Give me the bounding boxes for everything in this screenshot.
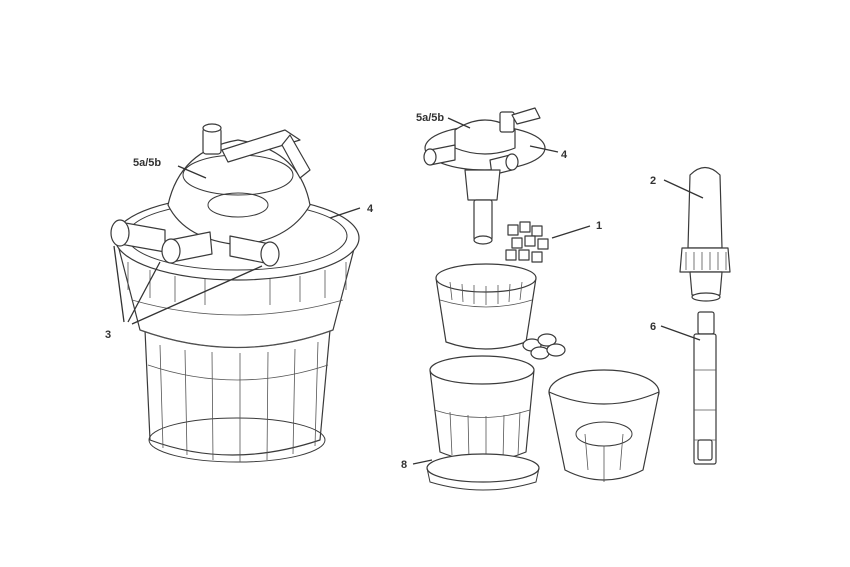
callout-4-main: 4 xyxy=(367,203,374,215)
exploded-lid xyxy=(423,107,559,245)
callout-8-exploded: 8 xyxy=(401,459,407,471)
callout-1-exploded: 1 xyxy=(596,220,602,232)
port-middle xyxy=(161,231,213,264)
inner-container xyxy=(412,355,540,491)
callout-4-exploded: 4 xyxy=(561,149,568,161)
callout-5a5b-main: 5a/5b xyxy=(133,157,161,169)
callout-5a5b-exploded: 5a/5b xyxy=(416,112,444,124)
callout-2-uv: 2 xyxy=(650,175,656,187)
assembled-filter xyxy=(110,123,361,463)
sponge-pieces xyxy=(522,333,566,360)
bio-media-cubes xyxy=(505,221,591,263)
uv-clarifier xyxy=(660,166,731,465)
filter-basket xyxy=(435,263,537,350)
callout-6-uv: 6 xyxy=(650,321,656,333)
outer-bowl xyxy=(548,369,660,482)
port-right xyxy=(229,235,280,267)
callout-3-main: 3 xyxy=(105,329,111,341)
